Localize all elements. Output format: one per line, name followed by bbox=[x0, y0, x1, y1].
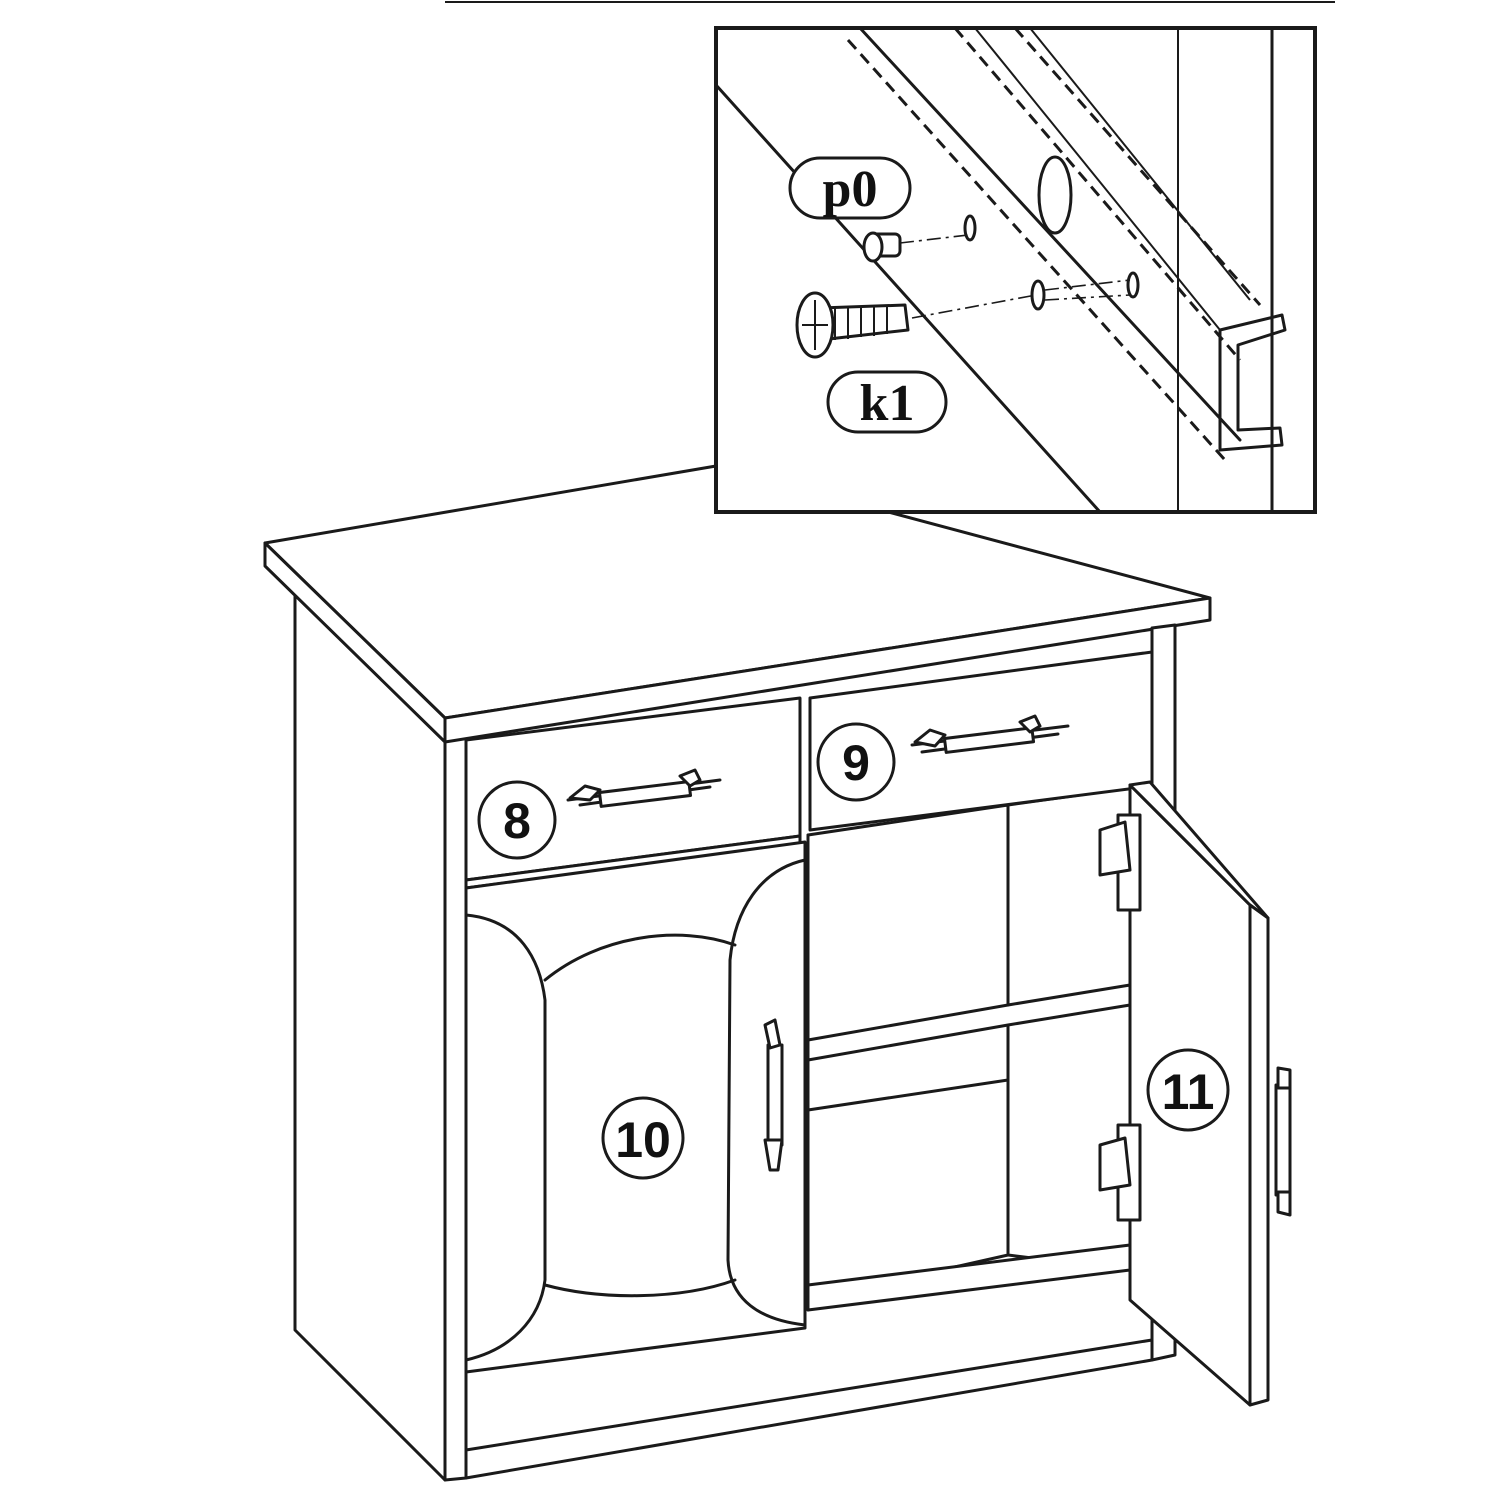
label-circle-10 bbox=[601, 1096, 685, 1180]
drawer-right-handle bbox=[910, 714, 1070, 754]
label-box-p0 bbox=[788, 156, 912, 220]
drawer-left: 8 bbox=[464, 696, 802, 890]
worktop bbox=[263, 464, 1212, 744]
door-left-handle bbox=[763, 1018, 784, 1172]
label-9: 9 bbox=[842, 735, 870, 791]
label-circle-11 bbox=[1146, 1048, 1230, 1132]
door-left: 10 bbox=[464, 840, 807, 1374]
label-p0: p0 bbox=[823, 161, 878, 218]
label-circle-8 bbox=[477, 780, 557, 860]
door-right-handle bbox=[1274, 1066, 1292, 1217]
label-11: 11 bbox=[1162, 1064, 1215, 1120]
large-hole bbox=[1037, 155, 1073, 235]
door-right-open: 11 bbox=[1098, 780, 1292, 1407]
label-8: 8 bbox=[503, 793, 531, 849]
label-circle-9 bbox=[816, 722, 896, 802]
hinge-lower bbox=[1098, 1123, 1142, 1222]
label-10: 10 bbox=[615, 1112, 671, 1168]
drawer-left-handle bbox=[566, 768, 722, 808]
hinge-upper bbox=[1098, 813, 1142, 912]
screw-part bbox=[795, 291, 910, 359]
pin-part bbox=[862, 231, 902, 263]
label-k1: k1 bbox=[860, 375, 915, 432]
detail-inset: p0 k1 bbox=[714, 26, 1317, 514]
label-box-k1 bbox=[826, 370, 948, 434]
